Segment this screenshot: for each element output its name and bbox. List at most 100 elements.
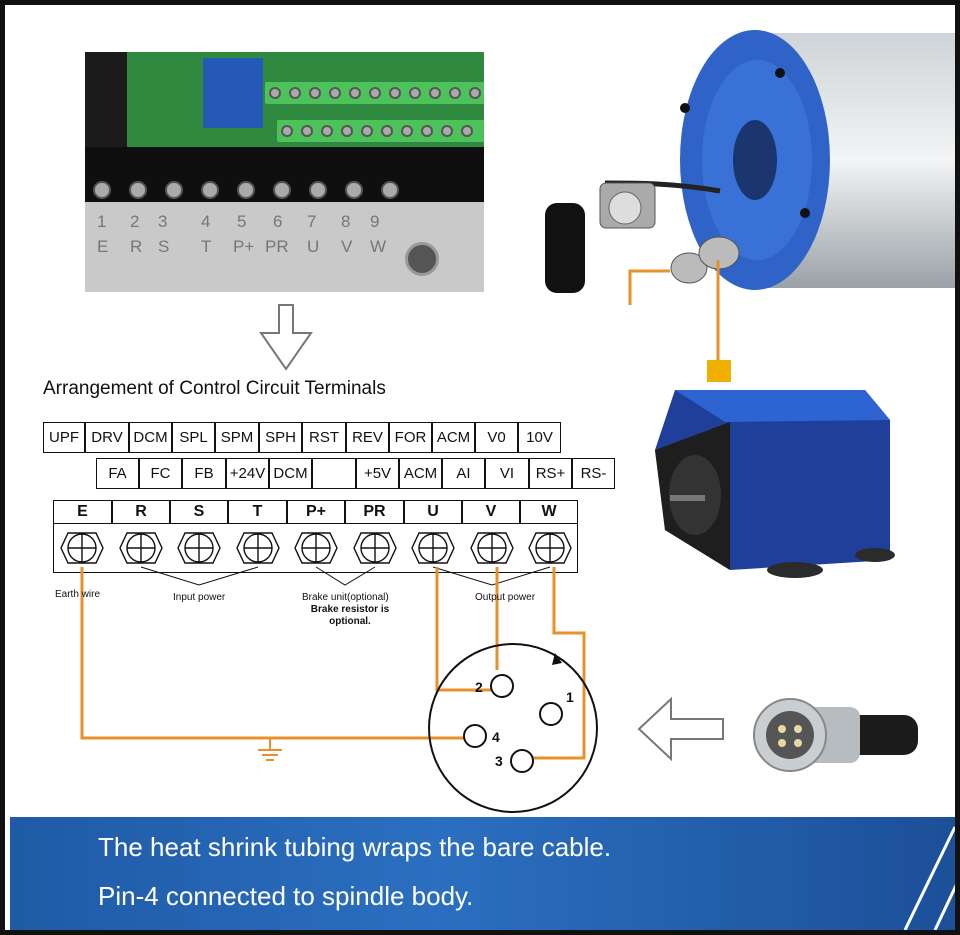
power-terminal-r: R xyxy=(112,500,170,524)
terminal-upf: UPF xyxy=(43,422,85,453)
left-arrow-icon xyxy=(637,696,724,762)
screw-icon xyxy=(309,87,321,99)
terminal-rs-plus: RS+ xyxy=(529,458,572,489)
label-number: 1 xyxy=(97,212,107,231)
screw-icon xyxy=(165,181,183,199)
screw-icon xyxy=(341,125,353,137)
screw-icon xyxy=(469,87,481,99)
terminal-10v: 10V xyxy=(518,422,561,453)
label-number: 3 xyxy=(158,212,168,231)
terminal-block-lower xyxy=(277,120,484,142)
screw-icon xyxy=(361,125,373,137)
pin-label-3: 3 xyxy=(495,753,503,769)
terminal-blank xyxy=(312,458,356,489)
label-number: 9 xyxy=(370,212,380,231)
screw-icon xyxy=(441,125,453,137)
screw-icon xyxy=(309,181,327,199)
screw-icon xyxy=(269,87,281,99)
screw-icon xyxy=(201,181,219,199)
label-number: 5 xyxy=(237,212,247,231)
screw-icon xyxy=(129,181,147,199)
screw-icon xyxy=(93,181,111,199)
terminal-ai: AI xyxy=(442,458,485,489)
terminal-acm2: ACM xyxy=(399,458,442,489)
label-letter: R xyxy=(130,237,143,256)
terminal-label-plate: 1 2 3 4 5 6 7 8 9 E R S T P+ PR U V W xyxy=(85,202,484,292)
screw-icon xyxy=(301,125,313,137)
terminal-vi: VI xyxy=(485,458,529,489)
pin-label-4: 4 xyxy=(492,729,500,745)
screw-icon xyxy=(381,181,399,199)
terminal-24v: +24V xyxy=(226,458,269,489)
screw-icon xyxy=(421,125,433,137)
screw-icon xyxy=(389,87,401,99)
terminal-fa: FA xyxy=(96,458,139,489)
power-terminal-screws xyxy=(53,523,578,573)
pcb-board xyxy=(127,52,484,147)
screw-icon xyxy=(409,87,421,99)
coolant-hose xyxy=(716,260,720,370)
label-letter: V xyxy=(341,237,353,256)
terminal-sph: SPH xyxy=(259,422,302,453)
bracket-lines xyxy=(140,566,551,586)
label-letter: W xyxy=(370,237,387,256)
terminal-screw-icons xyxy=(60,532,572,564)
connector-pins xyxy=(463,674,563,773)
connector-outline xyxy=(428,643,598,813)
label-letter: E xyxy=(97,237,109,256)
screw-icon xyxy=(401,125,413,137)
terminal-rev: REV xyxy=(346,422,389,453)
terminal-rst: RST xyxy=(302,422,346,453)
terminal-spm: SPM xyxy=(215,422,259,453)
screw-icon xyxy=(289,87,301,99)
screw-icon xyxy=(321,125,333,137)
screw-icon xyxy=(449,87,461,99)
label-letter: PR xyxy=(265,237,289,256)
screw-icon xyxy=(461,125,473,137)
power-terminal-p-plus: P+ xyxy=(287,500,345,524)
terminal-acm: ACM xyxy=(432,422,475,453)
caption-line-2: Pin-4 connected to spindle body. xyxy=(98,881,474,911)
earth-wire-label: Earth wire xyxy=(55,589,101,600)
screw-icon xyxy=(237,181,255,199)
wiring-diagram: 2 1 4 3 xyxy=(60,532,598,813)
brake-resistor-label: Brake resistor is xyxy=(310,604,390,615)
screw-icon xyxy=(345,181,363,199)
terminal-for: FOR xyxy=(389,422,432,453)
terminal-v0: V0 xyxy=(475,422,518,453)
caption-banner: The heat shrink tubing wraps the bare ca… xyxy=(10,817,955,930)
caption-line-1: The heat shrink tubing wraps the bare ca… xyxy=(98,832,612,862)
power-terminal-s: S xyxy=(170,500,228,524)
spindle-motor-illustration xyxy=(545,30,955,305)
screw-icon xyxy=(429,87,441,99)
screw-icon xyxy=(369,87,381,99)
banner-slash-decoration xyxy=(903,826,955,930)
power-terminal-e: E xyxy=(53,500,112,524)
screw-icon xyxy=(405,242,439,276)
terminal-spl: SPL xyxy=(172,422,215,453)
screw-icon xyxy=(349,87,361,99)
screw-icon xyxy=(273,181,291,199)
brake-unit-label: Brake unit(optional) xyxy=(302,592,389,603)
strip-screws xyxy=(85,173,415,203)
ground-icon xyxy=(258,738,282,761)
label-number: 7 xyxy=(307,212,317,231)
diagram-title: Arrangement of Control Circuit Terminals xyxy=(43,378,386,399)
pin-label-2: 2 xyxy=(475,679,483,695)
down-arrow-icon xyxy=(259,304,313,371)
label-letter: T xyxy=(201,237,212,256)
terminal-dcm: DCM xyxy=(129,422,172,453)
label-number: 6 xyxy=(273,212,283,231)
terminal-fb: FB xyxy=(182,458,226,489)
label-letter: U xyxy=(307,237,320,256)
terminal-dcm2: DCM xyxy=(269,458,312,489)
brake-optional-label: optional. xyxy=(329,616,371,627)
terminal-block-upper xyxy=(265,82,484,104)
label-letter: S xyxy=(158,237,170,256)
pcb-terminal-photo: 1 2 3 4 5 6 7 8 9 E R S T P+ PR U V W xyxy=(85,52,484,292)
screw-icon xyxy=(281,125,293,137)
label-number: 8 xyxy=(341,212,351,231)
aviation-plug-illustration xyxy=(753,698,918,772)
output-power-label: Output power xyxy=(475,592,536,603)
